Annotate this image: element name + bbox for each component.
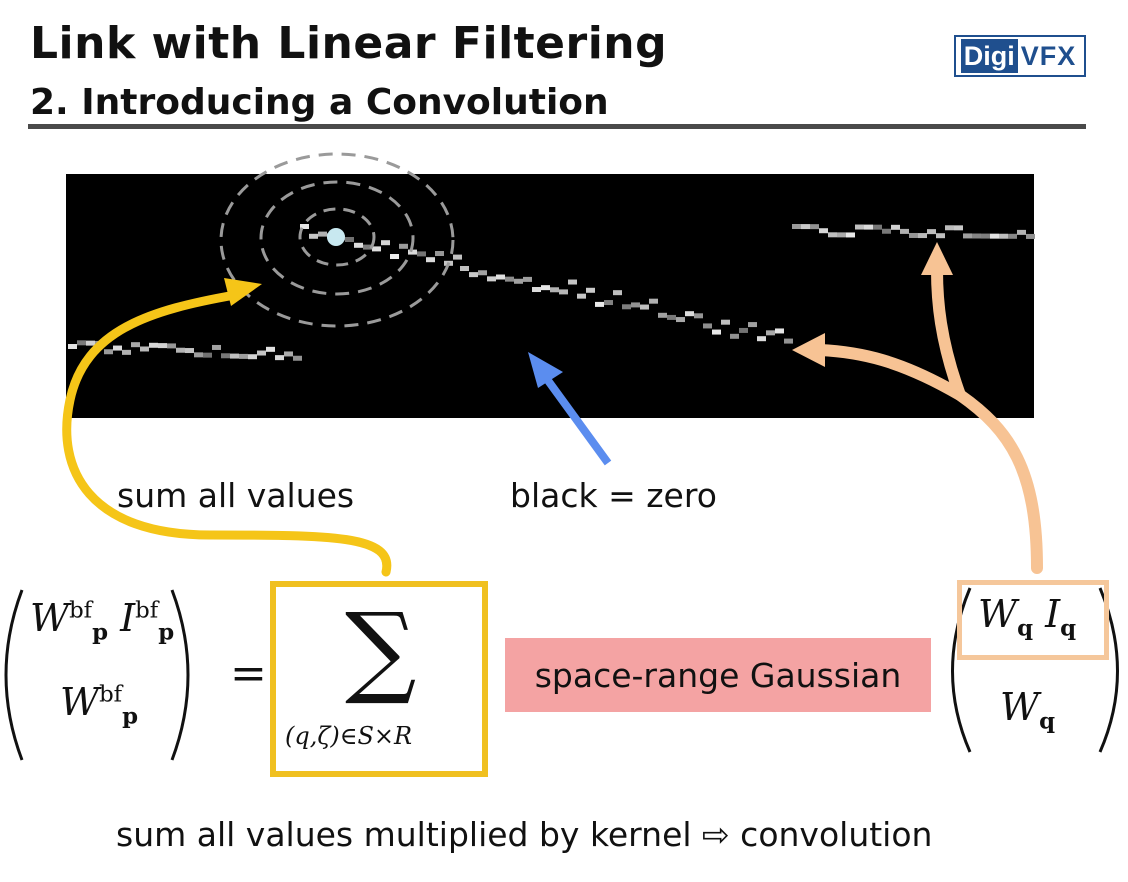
lhs-i-sub: p <box>158 619 175 646</box>
lhs-left-paren <box>4 589 24 761</box>
rhs-i-sub: q <box>1060 615 1077 642</box>
rhs-top-highlight-box <box>957 580 1109 660</box>
lhs-i-symbol: I <box>120 596 136 640</box>
black-zero-label: black = zero <box>510 476 717 515</box>
slide-title: Link with Linear Filtering <box>30 18 668 69</box>
space-range-gaussian-label: space-range Gaussian <box>534 655 902 695</box>
summation-subscript: (q,ζ)∈S×R <box>285 722 413 750</box>
lhs-right-paren <box>170 589 190 761</box>
yellow-arrow-head <box>224 278 262 306</box>
lhs-bottom-sup: bf <box>99 681 123 708</box>
signal-pixel-trace <box>68 224 1035 361</box>
bottom-caption: sum all values multiplied by kernel ⇨ co… <box>116 815 933 854</box>
lhs-bottom-expression: Wbfp <box>60 680 138 730</box>
title-divider <box>28 124 1086 129</box>
logo-part-vfx: VFX <box>1020 41 1077 71</box>
rhs-w-symbol: W <box>978 592 1018 636</box>
lhs-w-sup: bf <box>69 597 93 624</box>
lhs-bottom-w: W <box>60 680 100 724</box>
space-range-gaussian-box: space-range Gaussian <box>505 638 931 712</box>
lhs-i-sup: bf <box>135 597 159 624</box>
rhs-w-sub: q <box>1017 615 1034 642</box>
yellow-arrow-shaft <box>62 290 392 577</box>
blue-arrow-shaft <box>540 372 612 466</box>
lhs-top-expression: Wbfp Ibfp <box>30 596 174 646</box>
orange-arrow-head-lower <box>792 333 825 367</box>
blue-arrow-head <box>528 352 563 388</box>
gaussian-ring-inner <box>298 207 376 267</box>
lhs-bottom-sub: p <box>122 703 139 730</box>
summation-symbol: ∑ <box>345 591 417 708</box>
gaussian-ring-outer <box>219 152 455 328</box>
slide-subtitle: 2. Introducing a Convolution <box>30 82 609 123</box>
logo-part-digi: Digi <box>960 39 1018 73</box>
orange-arrow-shaft-upper <box>931 264 966 401</box>
summation-box <box>270 581 488 777</box>
rhs-left-paren <box>951 587 972 753</box>
lhs-w-symbol: W <box>30 596 70 640</box>
equals-sign: = <box>230 648 267 699</box>
rhs-top-expression: Wq Iq <box>978 592 1076 642</box>
orange-arrow-head-upper <box>921 242 953 275</box>
gaussian-ring-middle <box>259 180 415 296</box>
rhs-bottom-expression: Wq <box>1000 685 1055 735</box>
center-point <box>327 228 345 246</box>
rhs-bottom-w: W <box>1000 685 1040 729</box>
rhs-bottom-sub: q <box>1039 708 1056 735</box>
rhs-i-symbol: I <box>1045 592 1061 636</box>
sum-all-values-label: sum all values <box>117 476 355 515</box>
lhs-w-sub: p <box>92 619 109 646</box>
